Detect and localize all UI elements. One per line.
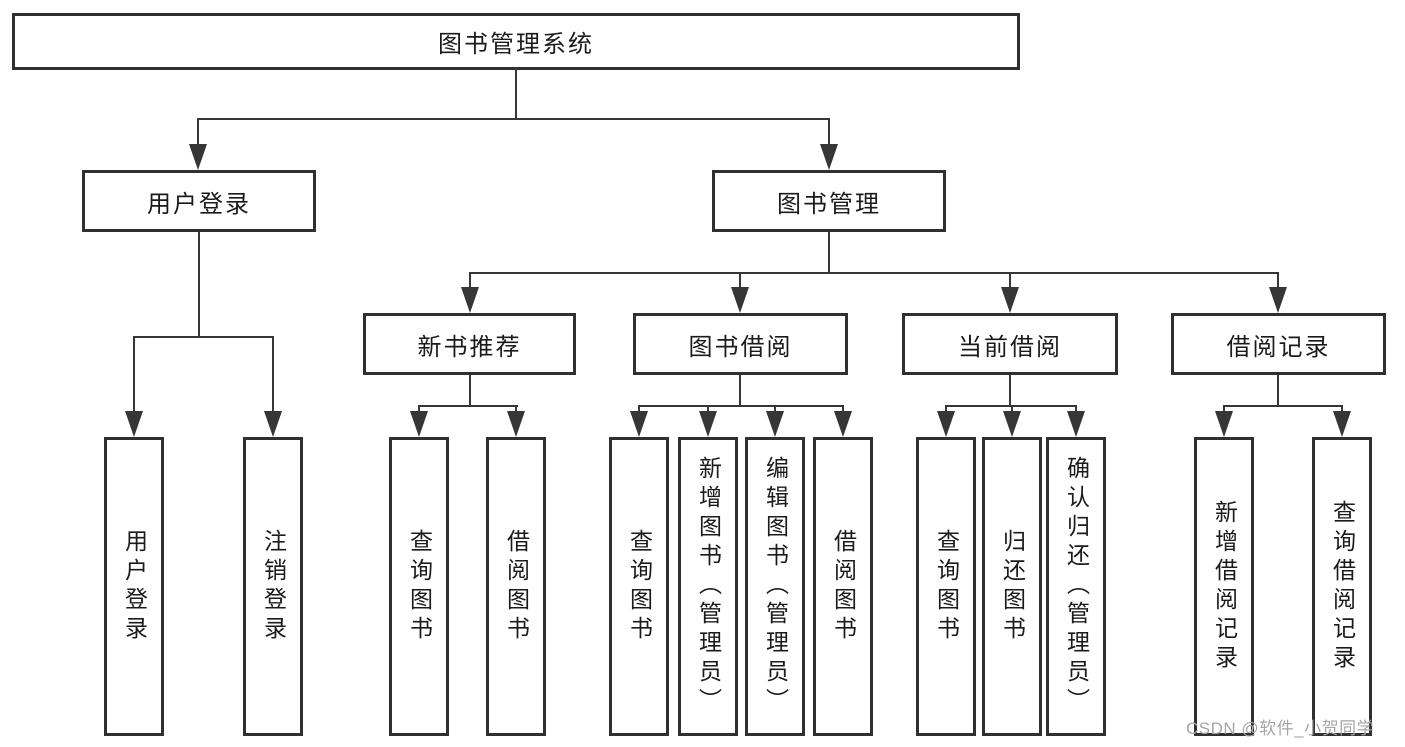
leaf-logout: 注销登录 — [243, 437, 303, 736]
connector-arrow-stem — [418, 405, 420, 413]
connector-book-management-stem — [828, 232, 830, 274]
leaf-user-login: 用户登录 — [104, 437, 164, 736]
arrowhead-down-icon — [1333, 411, 1351, 437]
leaf-edit-books-admin: 编辑图书（管理员） — [745, 437, 805, 736]
leaf-add-books-admin: 新增图书（管理员） — [678, 437, 738, 736]
node-new-book-recommendation: 新书推荐 — [363, 313, 576, 375]
leaf-label: 借阅图书 — [830, 528, 857, 645]
leaf-label: 查询图书 — [626, 528, 653, 645]
arrowhead-down-icon — [630, 411, 648, 437]
node-label: 新书推荐 — [417, 333, 522, 361]
leaf-query-borrow-record: 查询借阅记录 — [1312, 437, 1372, 736]
connector-arrow-stem — [739, 272, 741, 289]
leaf-confirm-return-admin: 确认归还（管理员） — [1046, 437, 1106, 736]
arrowhead-down-icon — [264, 411, 282, 437]
leaf-label: 查询图书 — [933, 528, 960, 645]
node-label: 图书管理 — [777, 190, 881, 218]
connector-level3-bus — [469, 272, 1279, 274]
node-book-borrowing: 图书借阅 — [633, 313, 848, 375]
node-label: 图书管理系统 — [438, 31, 594, 58]
node-book-management: 图书管理 — [712, 170, 946, 232]
arrowhead-down-icon — [1003, 411, 1021, 437]
leaf-label: 借阅图书 — [503, 528, 530, 645]
leaf-label: 归还图书 — [999, 528, 1026, 645]
node-label: 借阅记录 — [1226, 333, 1331, 361]
connector-records-stem — [1277, 375, 1279, 407]
leaf-add-borrow-record: 新增借阅记录 — [1194, 437, 1254, 736]
connector-new-book-bus — [418, 405, 518, 407]
node-user-login: 用户登录 — [82, 170, 316, 232]
arrowhead-down-icon — [699, 411, 717, 437]
leaf-borrow-query-books: 查询图书 — [609, 437, 669, 736]
connector-book-borrow-stem — [739, 375, 741, 407]
connector-arrow-stem — [945, 405, 947, 413]
arrowhead-down-icon — [507, 411, 525, 437]
connector-arrow-stem — [638, 405, 640, 413]
connector-arrow-stem — [469, 272, 471, 289]
arrowhead-down-icon — [834, 411, 852, 437]
leaf-current-query-books: 查询图书 — [916, 437, 976, 736]
leaf-label: 新增图书（管理员） — [695, 456, 722, 717]
node-borrowing-records: 借阅记录 — [1171, 313, 1386, 375]
arrowhead-down-icon — [731, 287, 749, 313]
connector-arrow-stem — [197, 118, 199, 146]
arrowhead-down-icon — [461, 287, 479, 313]
connector-arrow-stem — [1075, 405, 1077, 413]
leaf-label: 用户登录 — [121, 528, 148, 645]
connector-arrow-stem — [774, 405, 776, 413]
watermark: CSDN @软件_小贺同学 — [1186, 719, 1375, 738]
leaf-label: 查询图书 — [406, 528, 433, 645]
connector-records-bus — [1223, 405, 1343, 407]
arrowhead-down-icon — [766, 411, 784, 437]
connector-level2-bus — [198, 118, 830, 120]
connector-arrow-stem — [272, 336, 274, 413]
connector-current-borrow-stem — [1009, 375, 1011, 407]
leaf-label: 编辑图书（管理员） — [762, 456, 789, 717]
connector-arrow-stem — [1011, 405, 1013, 413]
connector-user-login-bus — [133, 336, 274, 338]
connector-arrow-stem — [842, 405, 844, 413]
arrowhead-down-icon — [820, 144, 838, 170]
connector-arrow-stem — [1223, 405, 1225, 413]
node-library-management-system: 图书管理系统 — [12, 13, 1020, 70]
arrowhead-down-icon — [410, 411, 428, 437]
connector-arrow-stem — [133, 336, 135, 413]
connector-arrow-stem — [515, 405, 517, 413]
leaf-return-books: 归还图书 — [982, 437, 1042, 736]
node-current-borrowing: 当前借阅 — [902, 313, 1118, 375]
arrowhead-down-icon — [125, 411, 143, 437]
leaf-label: 注销登录 — [260, 528, 287, 645]
connector-book-borrow-bus — [638, 405, 844, 407]
connector-root-stem — [515, 68, 517, 120]
node-label: 图书借阅 — [688, 333, 793, 361]
leaf-borrow-books: 借阅图书 — [813, 437, 873, 736]
arrowhead-down-icon — [189, 144, 207, 170]
leaf-recommend-borrow-books: 借阅图书 — [486, 437, 546, 736]
leaf-label: 查询借阅记录 — [1329, 499, 1356, 674]
leaf-label: 新增借阅记录 — [1211, 499, 1238, 674]
connector-new-book-stem — [469, 375, 471, 407]
arrowhead-down-icon — [1269, 287, 1287, 313]
arrowhead-down-icon — [937, 411, 955, 437]
arrowhead-down-icon — [1215, 411, 1233, 437]
connector-arrow-stem — [1277, 272, 1279, 289]
node-label: 当前借阅 — [958, 333, 1062, 361]
connector-arrow-stem — [1009, 272, 1011, 289]
connector-user-login-stem — [198, 232, 200, 338]
connector-arrow-stem — [707, 405, 709, 413]
leaf-recommend-query-books: 查询图书 — [389, 437, 449, 736]
leaf-label: 确认归还（管理员） — [1063, 456, 1090, 717]
arrowhead-down-icon — [1067, 411, 1085, 437]
node-label: 用户登录 — [147, 190, 251, 218]
connector-arrow-stem — [828, 118, 830, 146]
connector-arrow-stem — [1341, 405, 1343, 413]
arrowhead-down-icon — [1001, 287, 1019, 313]
